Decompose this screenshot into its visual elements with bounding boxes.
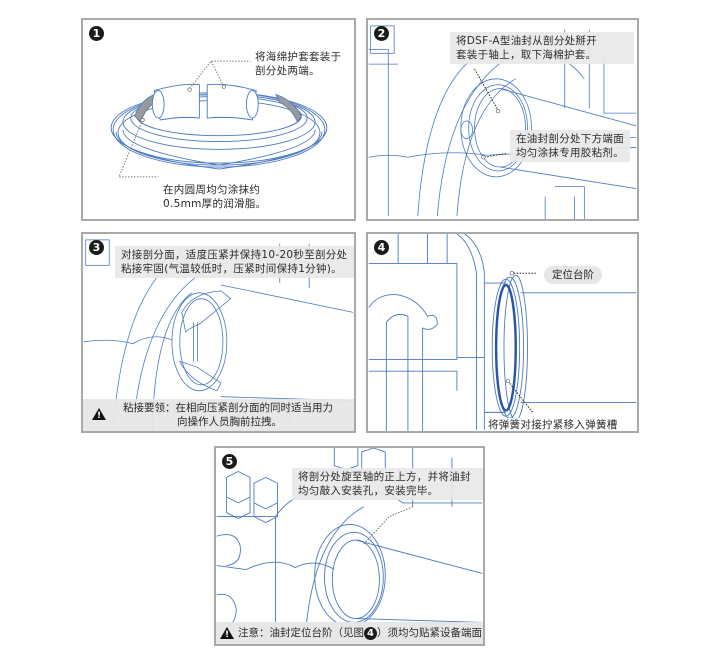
warning-bar: 注意：油封定位台阶（见图4）须均匀贴紧设备端面	[216, 622, 483, 644]
warning-text-line: 粘接要领：在相向压紧剖分面的同时适当用力	[123, 402, 333, 414]
warning-triangle-icon	[92, 408, 106, 423]
callout-grease: 在内圆周均匀涂抹约 0.5mm厚的润滑脂。	[163, 183, 266, 211]
callout-adhesive: 在油封剖分处下方端面 均匀涂抹专用胶粘剂。	[510, 130, 630, 162]
callout-final-install: 将剖分处旋至轴的正上方，并将油封 均匀敲入安装孔，安装完毕。	[292, 468, 483, 500]
locating-step-label: 定位台阶	[544, 266, 602, 284]
warning-triangle-icon	[220, 627, 234, 642]
seal-ring-illustration	[110, 60, 328, 178]
callout-line: 将剖分处旋至轴的正上方，并将油封	[298, 471, 471, 483]
callout-line: 剖分处两端。	[255, 65, 320, 77]
step-1-panel: 1 将海绵护套套装于 剖分处两端。 在内圆周均匀涂抹约 0.5mm厚的润滑脂。	[81, 18, 356, 221]
callout-line: 在油封剖分处下方端面	[516, 133, 624, 145]
callout-line: 套装于轴上，取下海棉护套。	[456, 49, 597, 61]
step-reference-badge: 4	[364, 626, 377, 640]
callout-open-seal: 将DSF-A型油封从剖分处掰开 套装于轴上，取下海棉护套。	[450, 32, 634, 64]
spring-groove-illustration	[368, 234, 637, 431]
warning-text-prefix: 注意：油封定位台阶（见图	[238, 627, 364, 639]
step-number-badge: 5	[222, 454, 237, 469]
callout-sponge-sleeve: 将海绵护套套装于 剖分处两端。	[255, 50, 341, 78]
callout-line: 将海绵护套套装于	[255, 51, 342, 63]
warning-text-line: 向操作人员胸前拉拽。	[177, 416, 282, 428]
callout-line: 将弹簧对接拧紧移入弹簧槽中。	[488, 419, 618, 431]
callout-line: 均匀涂抹专用胶粘剂。	[516, 147, 624, 159]
callout-line: 粘接牢固(气温较低时，压紧时间保持1分钟)。	[121, 263, 342, 275]
step-5-panel: 5 将剖分处旋至轴的正上方，并将油封 均匀敲入安装孔，安装完毕。 注意：油封定位…	[214, 446, 485, 646]
callout-line: 均匀敲入安装孔，安装完毕。	[298, 485, 439, 497]
callout-line: 0.5mm厚的润滑脂。	[163, 198, 267, 210]
warning-text-suffix: ）须均匀贴紧设备端面	[377, 627, 482, 639]
step-2-panel: 2 将DSF-A型油封从剖分处掰开 套装于轴上，取下海棉护套。 在油封剖分处下方…	[366, 18, 639, 221]
step-number-badge: 3	[89, 240, 104, 255]
step-number-badge: 1	[89, 26, 104, 41]
step-3-panel: 3 对接剖分面，适度压紧并保持10-20秒至剖分处 粘接牢固(气温较低时，压紧时…	[81, 232, 356, 433]
callout-line: 在内圆周均匀涂抹约	[163, 184, 261, 196]
shaft-housing-illustration	[368, 25, 637, 219]
warning-bar: 粘接要领：在相向压紧剖分面的同时适当用力 向操作人员胸前拉拽。	[83, 399, 354, 431]
callout-press-joint: 对接剖分面，适度压紧并保持10-20秒至剖分处 粘接牢固(气温较低时，压紧时间保…	[115, 246, 354, 278]
callout-line: 将DSF-A型油封从剖分处掰开	[456, 35, 598, 47]
step-number-badge: 4	[374, 240, 389, 255]
callout-line: 对接剖分面，适度压紧并保持10-20秒至剖分处	[121, 249, 348, 261]
callout-spring: 将弹簧对接拧紧移入弹簧槽中。	[488, 418, 637, 431]
step-number-badge: 2	[374, 26, 389, 41]
step-4-panel: 4 定位台阶 将弹簧对接拧紧移入弹簧槽中。	[366, 232, 639, 433]
